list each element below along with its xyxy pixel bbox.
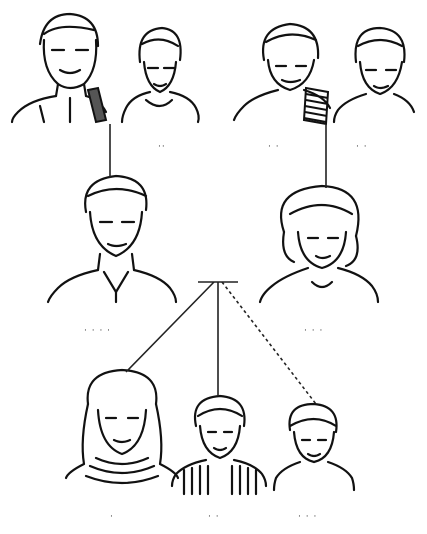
connector-union-to-younger-son [221,281,317,405]
father-portrait [46,174,178,304]
grandmother-maternal-portrait [332,26,416,124]
grandparents-hands-detail [86,86,330,126]
label-grandfather-maternal: · · [268,142,280,152]
grandfather-paternal-portrait [10,12,108,124]
connector-union-to-daughter [125,281,215,373]
family-connectors [109,124,327,405]
label-father: · · · · [84,326,112,336]
mother-portrait [258,184,380,304]
label-son: · · [208,512,220,522]
label-grandmother-maternal: · · [356,142,368,152]
label-grandmother-paternal: ·· [158,142,166,152]
label-younger-son: · · · [298,512,318,522]
grandfather-maternal-portrait [232,22,332,122]
son-portrait [170,394,268,496]
younger-son-portrait [272,402,356,492]
grandmother-paternal-portrait [120,26,200,124]
label-daughter: · [110,512,114,522]
label-mother: · · · [304,326,324,336]
daughter-portrait [64,368,180,485]
